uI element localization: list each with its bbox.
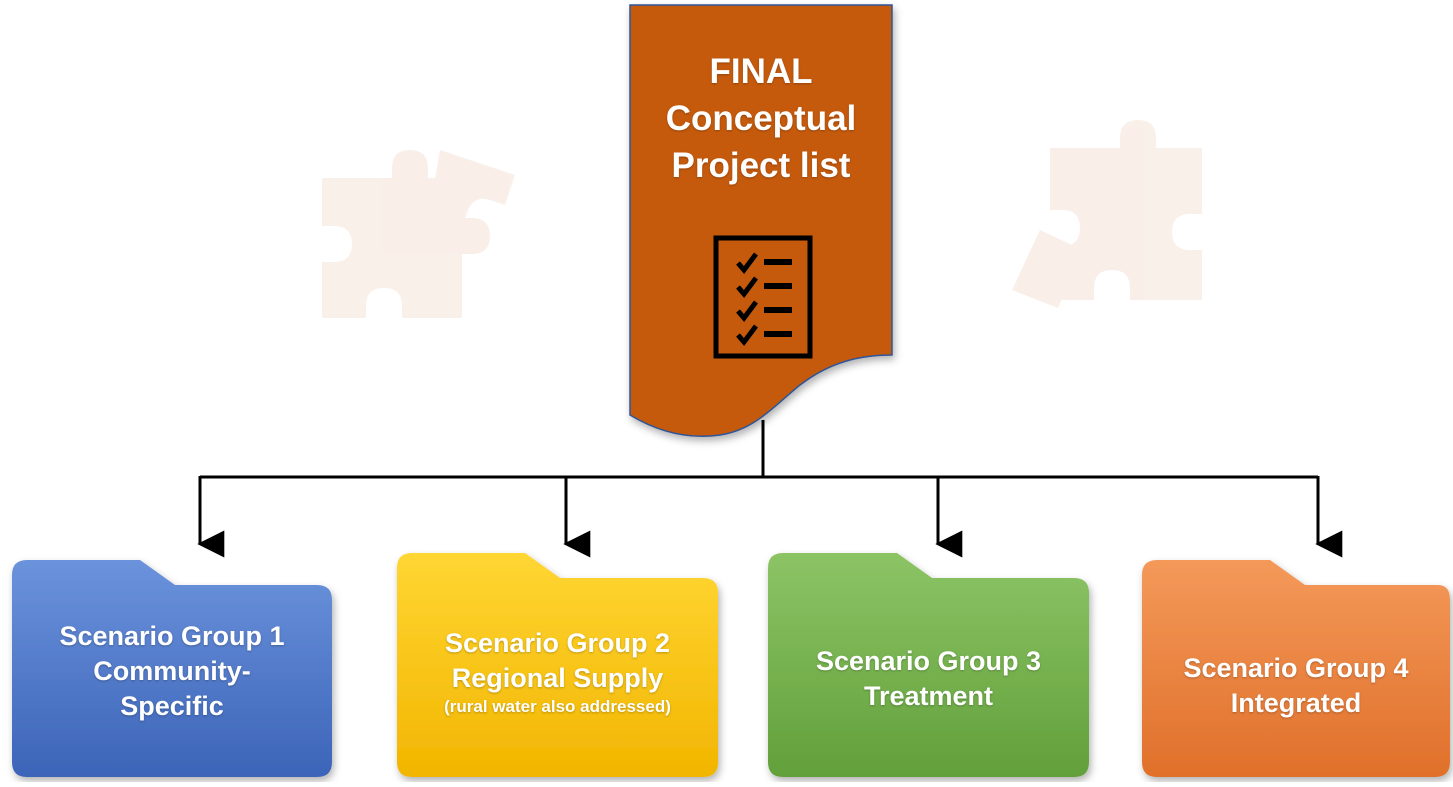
folder-label-group-1: Scenario Group 1 Community- Specific [12, 619, 332, 724]
group-4-title: Scenario Group 4 [1183, 653, 1409, 683]
folder-group-1 [12, 560, 332, 777]
group-3-title: Scenario Group 3 [815, 646, 1042, 676]
document-title-line-1: FINAL [709, 52, 813, 91]
puzzle-icon [322, 150, 515, 318]
folder-label-group-4: Scenario Group 4 Integrated [1142, 651, 1450, 721]
folder-label-group-3: Scenario Group 3 Treatment [768, 644, 1089, 714]
folder-group-3 [768, 553, 1089, 777]
document-title-line-2: Conceptual [665, 99, 857, 138]
folder-group-4 [1142, 560, 1450, 777]
connector-lines [197, 420, 1343, 558]
puzzle-icon [1012, 120, 1202, 308]
group-2-note: (rural water also addressed) [444, 697, 671, 716]
folder-label-group-2: Scenario Group 2 Regional Supply (rural … [397, 626, 718, 718]
group-2-title: Scenario Group 2 [444, 628, 671, 658]
final-project-list-document [629, 4, 893, 438]
checklist-icon [713, 235, 813, 359]
group-4-subtitle: Integrated [1230, 688, 1362, 718]
document-title-line-3: Project list [671, 146, 851, 185]
document-title: FINAL Conceptual Project list [630, 48, 892, 189]
group-3-subtitle: Treatment [863, 681, 994, 711]
group-1-subtitle-line-1: Community- [93, 656, 251, 686]
group-2-subtitle: Regional Supply [451, 663, 664, 693]
group-1-subtitle-line-2: Specific [120, 691, 224, 721]
folder-group-2 [397, 553, 718, 777]
group-1-title: Scenario Group 1 [59, 621, 285, 651]
